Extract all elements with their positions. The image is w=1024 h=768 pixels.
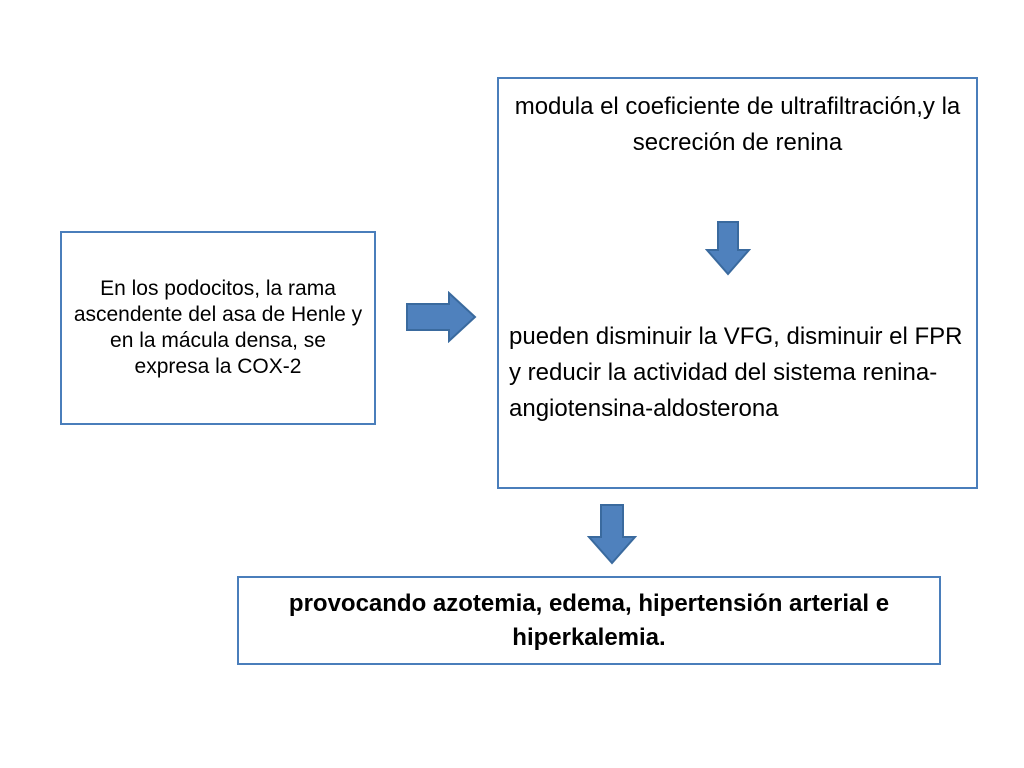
right-box-top-text: modula el coeficiente de ultrafiltración…: [514, 93, 961, 156]
right-box: modula el coeficiente de ultrafiltración…: [497, 77, 978, 489]
arrow-down-icon: [587, 504, 637, 565]
arrow-right-icon: [406, 291, 477, 343]
left-box-text: En los podocitos, la rama ascendente del…: [73, 277, 363, 378]
bottom-box-text: provocando azotemia, edema, hipertensión…: [288, 589, 890, 651]
left-box: En los podocitos, la rama ascendente del…: [60, 231, 376, 425]
right-box-bottom-text: pueden disminuir la VFG, disminuir el FP…: [509, 323, 963, 422]
arrow-down-icon: [705, 221, 751, 276]
bottom-box: provocando azotemia, edema, hipertensión…: [237, 576, 941, 665]
